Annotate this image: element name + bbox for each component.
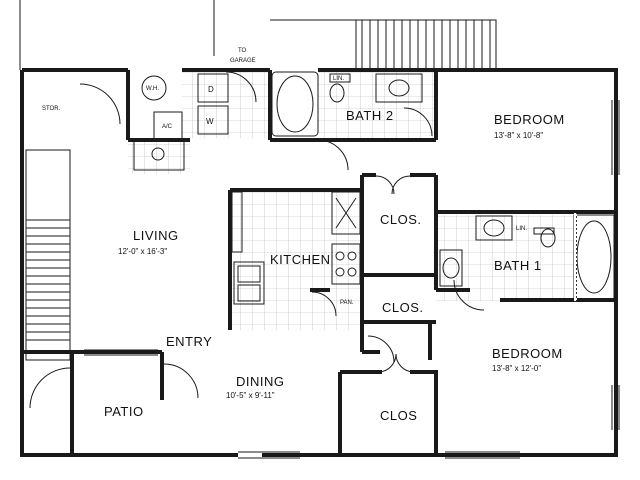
storage-label: STOR. <box>42 106 61 112</box>
linen-right-label: LIN. <box>516 226 527 232</box>
linen-top-label: LIN. <box>333 76 344 82</box>
bedroom-bottom-dimensions: 13'-8" x 12'-0" <box>492 364 541 373</box>
stairs-top <box>19 0 497 71</box>
bath-1-label: BATH 1 <box>494 258 542 273</box>
interior-walls <box>72 70 616 455</box>
to-garage-label-line1: TO <box>238 48 247 54</box>
water-heater-label: W.H. <box>146 86 159 92</box>
door-swings <box>29 71 485 409</box>
bedroom-bottom-label: BEDROOM <box>492 346 563 361</box>
bedroom-top-label: BEDROOM <box>494 112 565 127</box>
exterior-walls <box>20 68 618 457</box>
patio-label: PATIO <box>104 404 144 419</box>
living-label: LIVING <box>133 228 179 243</box>
bedroom-top-dimensions: 13'-8" x 10'-8" <box>494 131 543 140</box>
closet-2-label: CLOS. <box>382 300 424 315</box>
living-dimensions: 12'-0" x 16'-3" <box>118 247 167 256</box>
entry-label: ENTRY <box>166 334 212 349</box>
windows <box>84 100 620 459</box>
stairs-left <box>25 149 71 361</box>
washer-label: W <box>206 117 214 126</box>
bath-2-label: BATH 2 <box>346 108 394 123</box>
to-garage-label-line2: GARAGE <box>230 58 256 64</box>
pantry-label: PAN. <box>340 300 354 306</box>
dining-dimensions: 10'-5" x 9'-11" <box>226 391 275 400</box>
dining-label: DINING <box>236 374 285 389</box>
room-labels: STOR. W.H. TO GARAGE LIN. BATH 2 BEDROOM… <box>42 48 565 423</box>
closet-1-label: CLOS. <box>380 212 422 227</box>
dryer-label: D <box>208 85 214 94</box>
kitchen-fixtures <box>231 191 361 305</box>
ac-label: A/C <box>162 124 173 130</box>
fixtures <box>133 71 615 301</box>
closet-3-label: CLOS <box>380 408 417 423</box>
kitchen-label: KITCHEN <box>270 252 331 267</box>
